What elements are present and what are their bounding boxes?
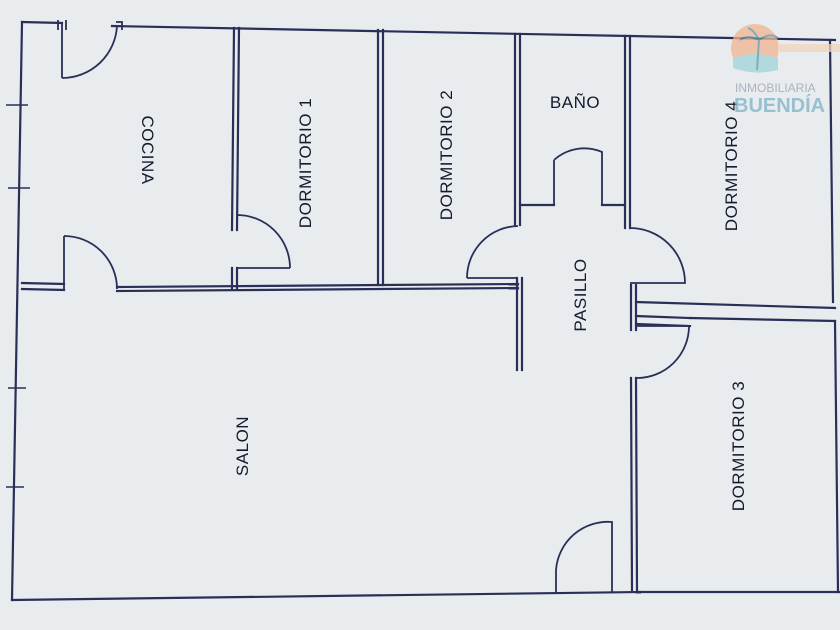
wave-icon (733, 54, 778, 73)
room-label-dormitorio-3: DORMITORIO 3 (729, 381, 748, 511)
watermark-logo: INMOBILIARIA BUENDÍA (731, 24, 840, 117)
interior-walls (20, 26, 840, 594)
key-icon (778, 44, 840, 52)
room-label-dormitorio-4: DORMITORIO 4 (722, 101, 741, 231)
room-label-cocina: COCINA (138, 115, 157, 184)
outer-walls (10, 20, 840, 602)
room-label-pasillo: PASILLO (571, 258, 590, 331)
room-label-dormitorio-1: DORMITORIO 1 (296, 98, 315, 228)
brand-line-1: INMOBILIARIA (735, 81, 816, 95)
room-label-dormitorio-2: DORMITORIO 2 (437, 90, 456, 220)
room-label-salon: SALON (233, 416, 252, 476)
palm-icon (739, 27, 779, 71)
room-label-bano: BAÑO (550, 93, 600, 112)
wall-ticks (6, 104, 30, 488)
doors (57, 20, 690, 592)
brand-line-2: BUENDÍA (734, 94, 825, 117)
